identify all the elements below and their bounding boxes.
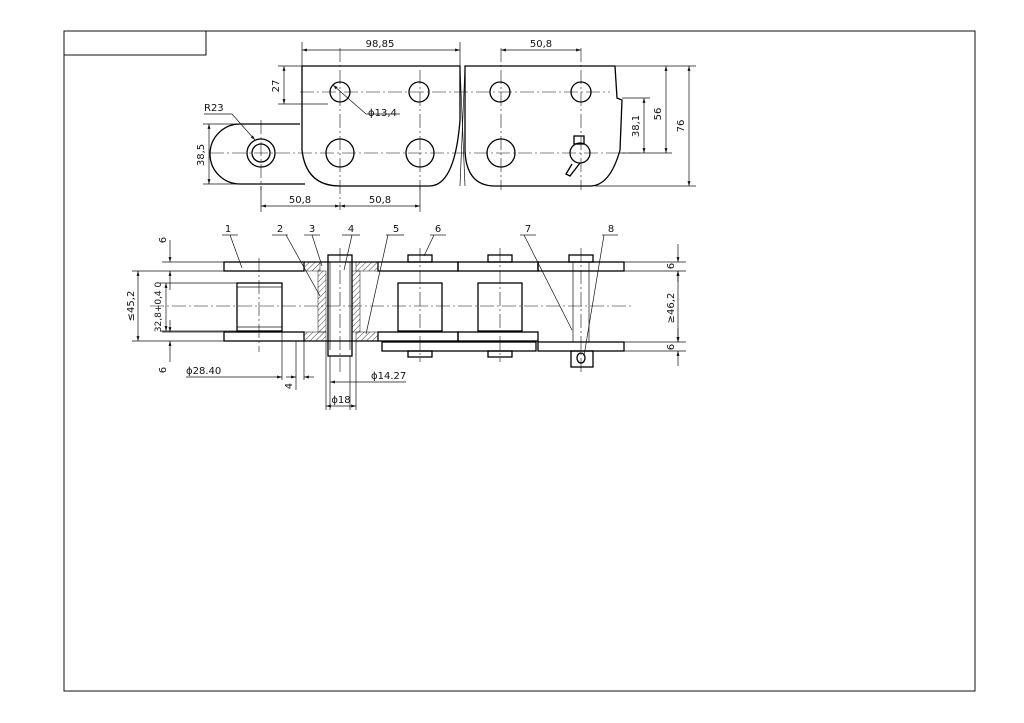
dim-roller-dia: ϕ28.40 xyxy=(186,366,221,377)
dim-bush-dia: ϕ18 xyxy=(331,395,350,406)
pin-head-bottom-2 xyxy=(487,350,513,358)
plate-bottom-2 xyxy=(377,331,459,342)
section-plate-top-right xyxy=(355,261,379,272)
plate-top-2 xyxy=(377,261,459,272)
section-view: 1 2 3 4 5 6 7 8 6 6 ≤45,2 xyxy=(126,224,686,410)
dim-plate-top-right: 6 xyxy=(666,263,677,269)
dim-plate-bottom-right: 6 xyxy=(666,344,677,350)
part-labels: 1 2 3 4 5 6 7 8 xyxy=(222,224,618,357)
dim-radius: R23 xyxy=(204,103,224,114)
dim-overall-height: 76 xyxy=(676,120,687,133)
dim-plate-bottom-left: 6 xyxy=(158,367,169,373)
dim-inner-width-max: ≤45,2 xyxy=(126,291,137,322)
dim-height-56: 56 xyxy=(653,108,664,121)
dim-gap: 4 xyxy=(284,383,295,389)
plate-top-3 xyxy=(457,261,539,272)
part-label-2: 2 xyxy=(277,224,283,235)
top-view: 98,85 50,8 27 ϕ13,4 R23 38,5 50,8 50,8 xyxy=(196,39,696,212)
roller-1 xyxy=(236,282,283,332)
dim-top-to-hole: 27 xyxy=(271,80,282,93)
section-bush-right xyxy=(351,270,361,333)
attachment-ear xyxy=(209,123,305,185)
dim-pin-dia: ϕ14.27 xyxy=(371,371,406,382)
part-label-8: 8 xyxy=(608,224,614,235)
outer-plate-left xyxy=(301,65,461,187)
dim-plate-top-left: 6 xyxy=(158,237,169,243)
part-label-4: 4 xyxy=(348,224,354,235)
dim-inner-width-tol: 32,8+0,4 0 xyxy=(154,281,164,332)
section-bush-left xyxy=(317,270,327,333)
part-label-7: 7 xyxy=(525,224,531,235)
dim-pitch-pair: 98,85 xyxy=(366,39,395,50)
section-plate-bottom-right xyxy=(355,331,379,342)
inner-plate-right xyxy=(464,65,623,187)
pin-head-bottom-3 xyxy=(570,350,594,368)
part-label-3: 3 xyxy=(309,224,315,235)
title-box xyxy=(63,30,207,56)
dim-pitch-bottom-left: 50,8 xyxy=(289,195,311,206)
sheet-frame xyxy=(63,30,976,692)
part-label-1: 1 xyxy=(225,224,231,235)
dim-pitch-top: 50,8 xyxy=(530,39,552,50)
dim-pitch-bottom-right: 50,8 xyxy=(369,195,391,206)
plate-bottom-3 xyxy=(457,331,539,342)
section-plate-top-left xyxy=(303,261,321,272)
outer-plate-bottom xyxy=(381,341,537,352)
plate-bottom-1 xyxy=(223,331,305,342)
part-label-5: 5 xyxy=(393,224,399,235)
dim-outer-width-min: ≥46,2 xyxy=(666,293,677,324)
dim-hole-height: 38,5 xyxy=(196,144,207,166)
plate-top-1 xyxy=(223,261,305,272)
pin-head-bottom-1 xyxy=(407,350,433,358)
section-plate-bottom-left xyxy=(303,331,327,342)
part-label-6: 6 xyxy=(435,224,441,235)
dim-attach-height: 38,1 xyxy=(631,115,642,137)
dim-hole-dia: ϕ13,4 xyxy=(368,108,397,119)
